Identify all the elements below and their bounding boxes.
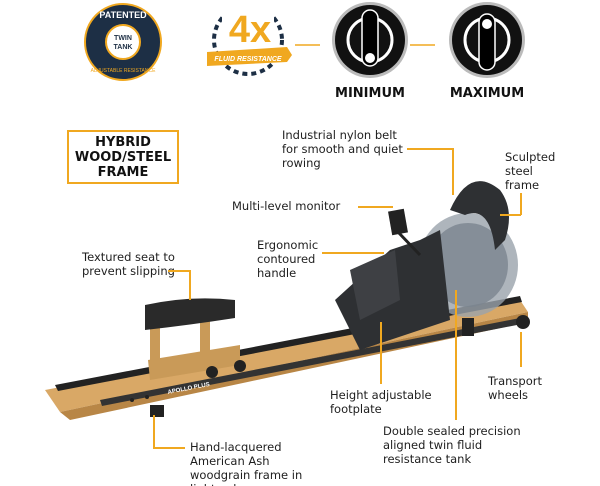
fluid-resistance-badge: 4x FLUID RESISTANCE [207, 2, 292, 76]
dial-minimum [332, 2, 408, 78]
callout-footplate: Height adjustable footplate [330, 388, 432, 416]
badge-center-text: TWIN [114, 35, 132, 42]
maximum-label: MAXIMUM [449, 86, 525, 101]
seat [145, 298, 246, 380]
minimum-label: MINIMUM [335, 86, 405, 101]
callout-tank: Double sealed precision aligned twin flu… [383, 424, 521, 466]
callout-wheels: Transport wheels [488, 374, 542, 402]
patented-badge: TWIN TANK PATENTED ADJUSTABLE RESISTANCE [84, 3, 162, 81]
svg-text:PATENTED: PATENTED [99, 10, 147, 20]
callout-belt: Industrial nylon belt for smooth and qui… [282, 128, 403, 170]
rower-frame [335, 181, 530, 350]
hybrid-frame-box: HYBRID WOOD/STEEL FRAME [67, 130, 179, 184]
svg-text:TANK: TANK [114, 44, 133, 51]
callout-handle: Ergonomic contoured handle [257, 238, 319, 280]
callout-wood: Hand-lacquered American Ash woodgrain fr… [190, 440, 303, 486]
svg-text:FLUID RESISTANCE: FLUID RESISTANCE [214, 56, 281, 63]
callout-monitor: Multi-level monitor [232, 199, 341, 213]
dial-maximum [449, 2, 525, 78]
callout-seat: Textured seat to prevent slipping [82, 250, 175, 278]
callout-steel-frame: Sculpted steel frame [505, 150, 556, 192]
svg-text:4x: 4x [229, 9, 271, 51]
svg-text:ADJUSTABLE RESISTANCE: ADJUSTABLE RESISTANCE [91, 68, 156, 74]
